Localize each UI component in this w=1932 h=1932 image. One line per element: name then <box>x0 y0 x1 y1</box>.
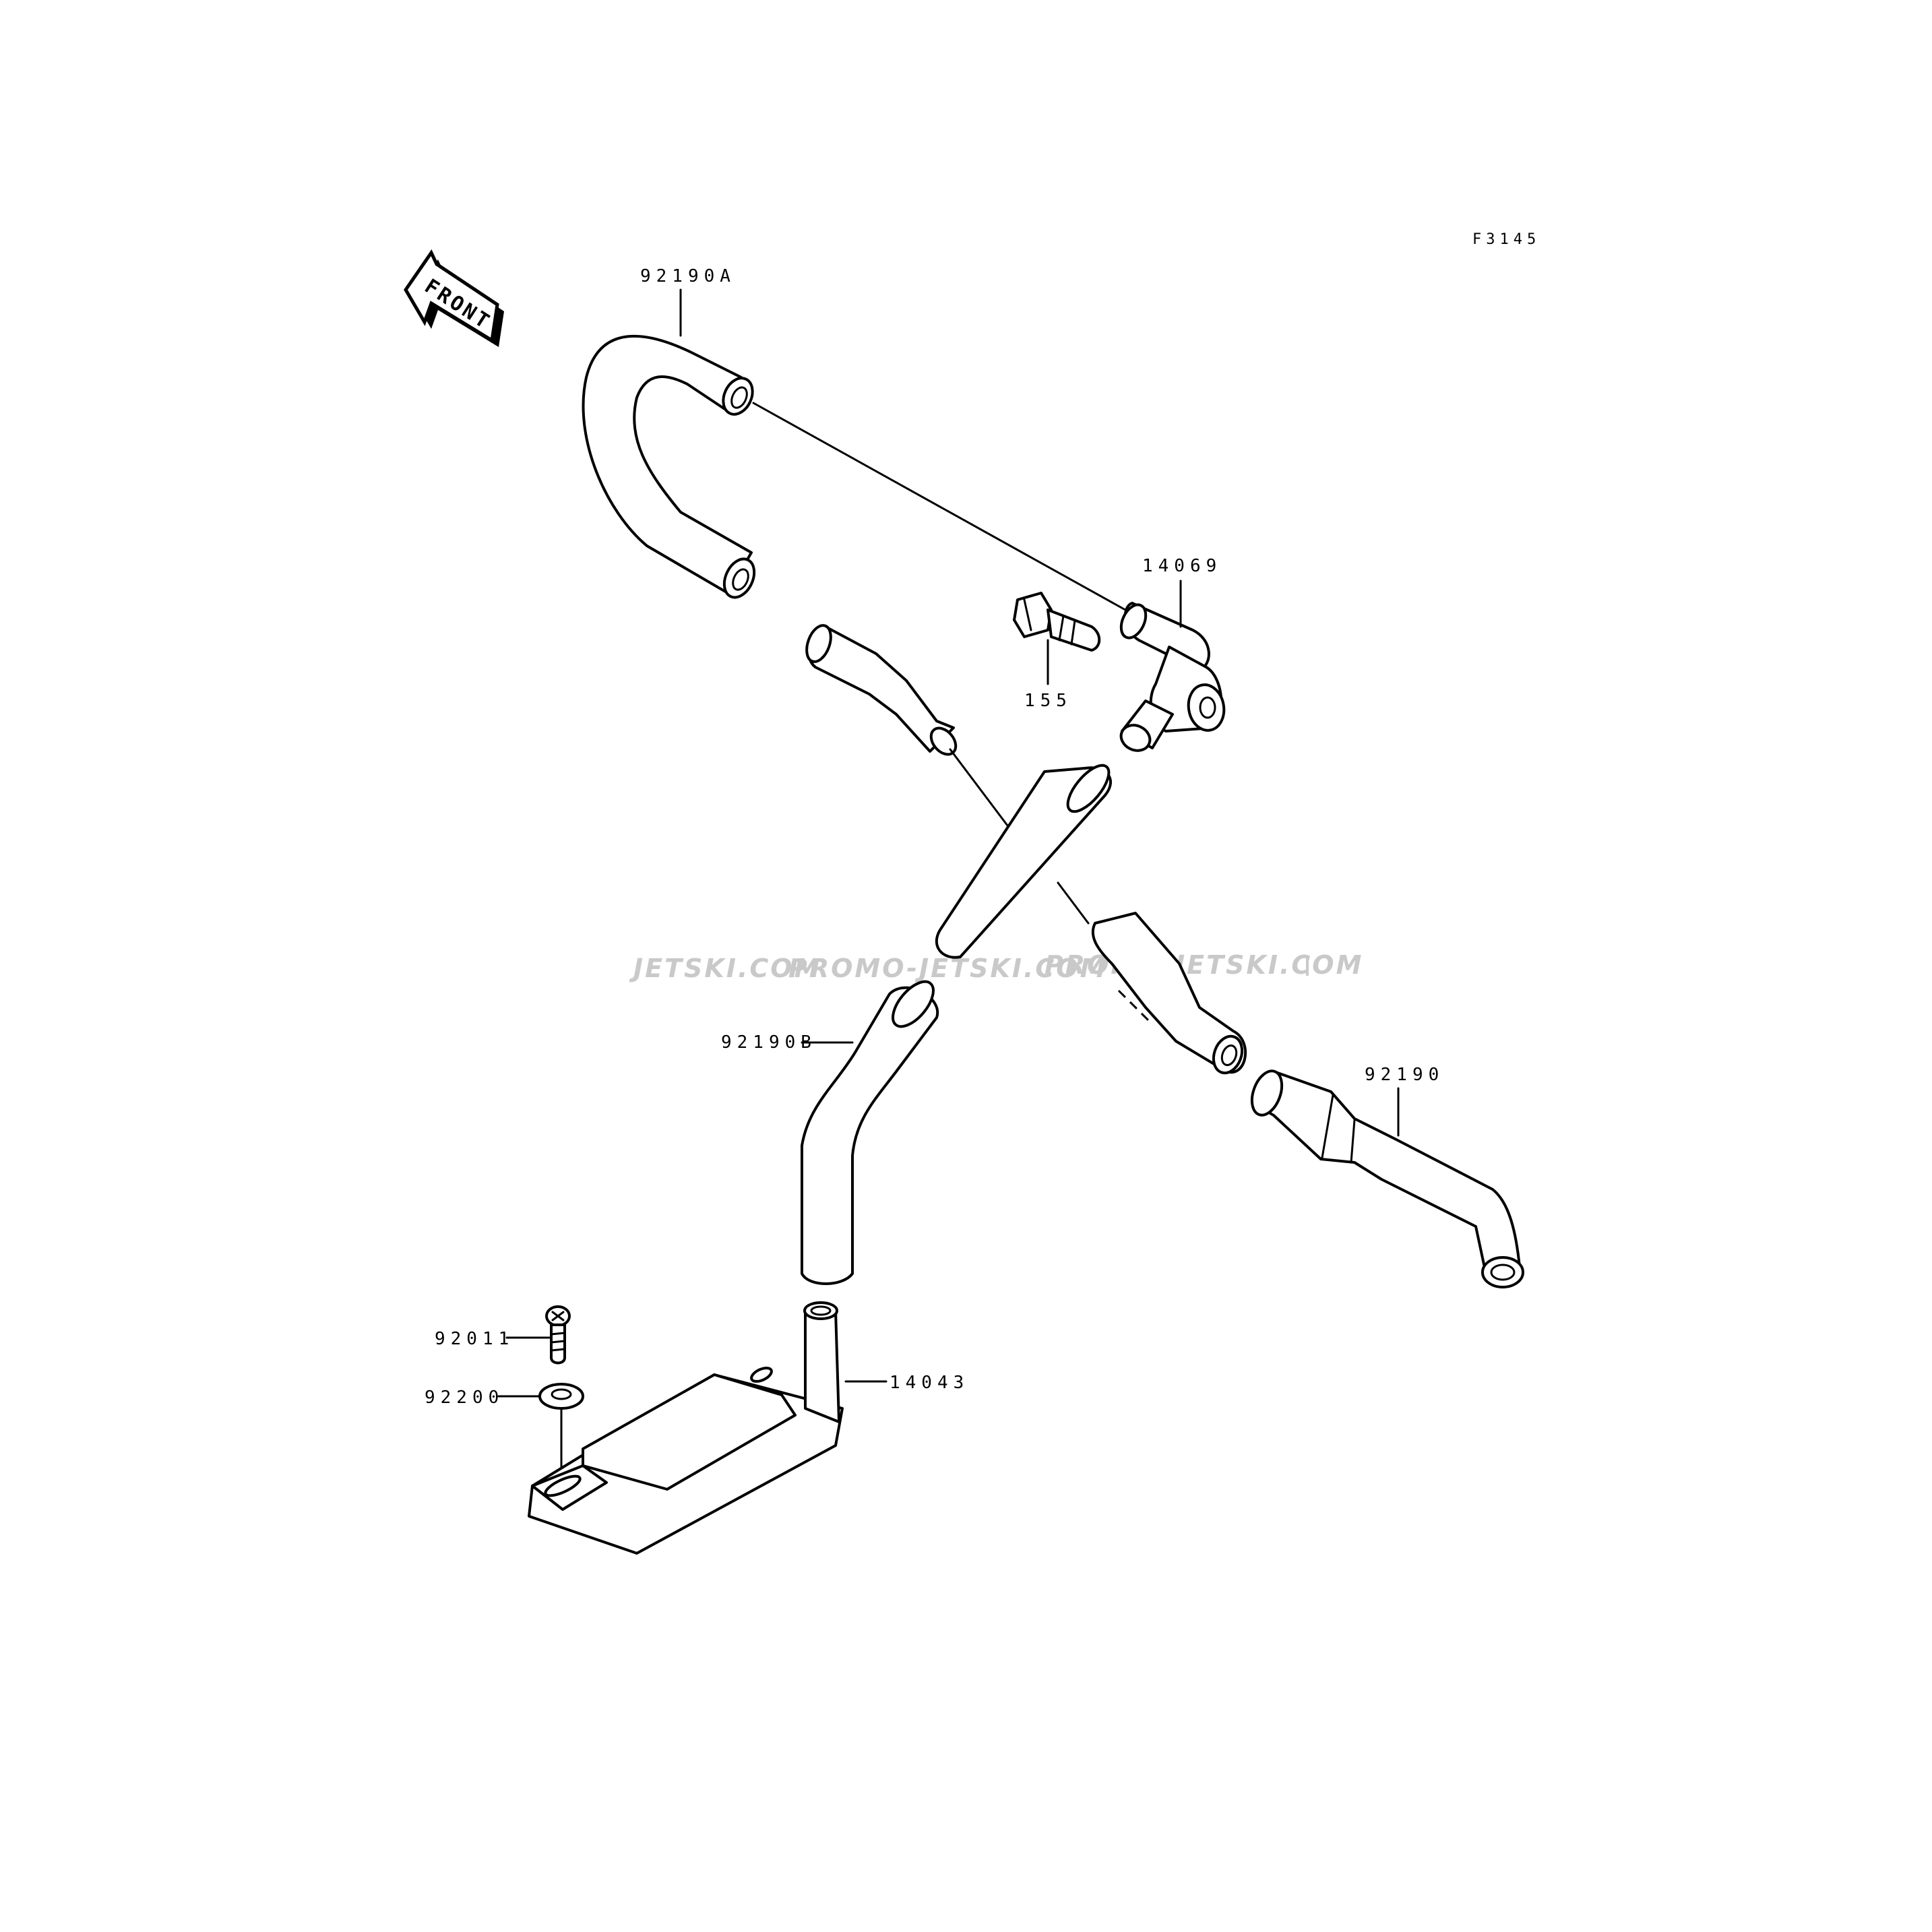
label-92011: 92011 <box>435 1329 514 1349</box>
watermark-text-2: PROMO-JETSKI.COM <box>788 954 1107 983</box>
figure-id: F3145 <box>1472 231 1540 248</box>
watermark: JETSKI.COM PROMO-JETSKI.COM PROMO-JETSKI… <box>629 950 1363 983</box>
hose-stub-right <box>1091 912 1247 1075</box>
screw-92011 <box>545 1305 571 1365</box>
label-14043: 14043 <box>890 1373 969 1393</box>
hose-92190a <box>582 334 756 599</box>
hose-stub-upper <box>805 624 958 756</box>
label-92200: 92200 <box>425 1388 504 1408</box>
tube-center <box>935 764 1113 959</box>
watermark-text-1: JETSKI.COM <box>629 954 821 983</box>
label-92190: 92190 <box>1365 1065 1444 1085</box>
valve-14069 <box>1119 602 1226 752</box>
front-arrow-icon: FRONT <box>404 249 504 347</box>
label-92190a: 92190A <box>640 266 736 286</box>
watermark-text-3: PROMO-JETSKI.COM <box>1045 950 1363 980</box>
label-14069: 14069 <box>1142 556 1222 576</box>
label-155: 155 <box>1024 691 1072 711</box>
washer-92200 <box>538 1383 584 1410</box>
hose-92190 <box>1250 1069 1524 1288</box>
label-92190b: 92190B <box>721 1032 817 1053</box>
fitting-155 <box>1013 592 1101 652</box>
cover-14043 <box>528 1301 844 1555</box>
hose-92190b <box>801 980 939 1285</box>
